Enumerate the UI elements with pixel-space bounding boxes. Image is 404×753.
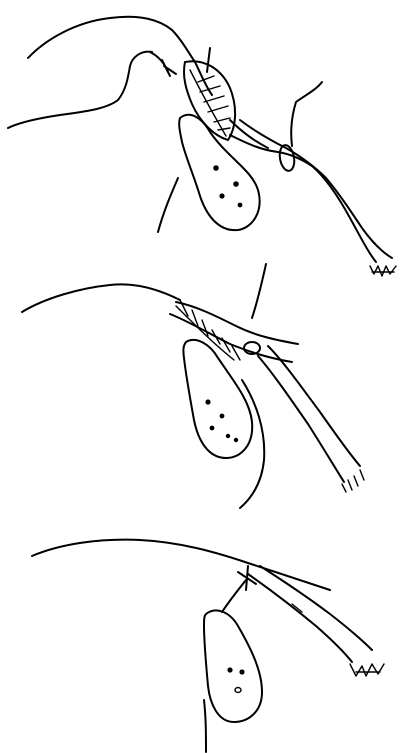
panel-1-duct-upper-edge xyxy=(240,120,392,258)
panel-3-stone xyxy=(239,669,244,674)
panel-1-stalk-left xyxy=(158,178,178,232)
panel-2-duct-lower xyxy=(170,314,292,362)
panel-2-duct-upper xyxy=(176,302,298,344)
panel-2-stone xyxy=(210,426,215,431)
panel-1-stone xyxy=(238,203,243,208)
panel-1-stone xyxy=(233,181,239,187)
panel-1-hook-mark xyxy=(162,60,176,76)
panel-3-duct-b xyxy=(260,566,372,650)
panel-2-papilla-fringe xyxy=(342,470,364,492)
panel-3-sac-neck xyxy=(222,580,246,612)
panel-1-stone xyxy=(219,193,224,198)
panel-2-stone xyxy=(205,399,210,404)
panel-1-papilla-fringe xyxy=(370,266,396,276)
panel-2-suture-line xyxy=(176,306,234,360)
panel-2-duct-to-papilla-b xyxy=(268,346,360,466)
panel-2-stone xyxy=(226,434,230,438)
panel-1-stone xyxy=(213,165,219,171)
panel-3-stone xyxy=(227,667,232,672)
panel-2-left-outline xyxy=(22,284,180,312)
panel-1-clamp-tick xyxy=(207,48,210,72)
panel-1 xyxy=(8,17,396,276)
panel-1-hook xyxy=(150,52,168,72)
panel-2-duct-to-papilla-a xyxy=(258,356,344,482)
panel-1-sac xyxy=(179,115,259,230)
panel-2-sac xyxy=(183,340,252,458)
panel-1-left-outline xyxy=(8,52,152,128)
panel-2-stone xyxy=(234,438,238,442)
panel-3-sac xyxy=(204,610,262,722)
panel-3-stone-outline xyxy=(235,688,241,693)
panel-3-papilla-fringe xyxy=(350,664,384,676)
panel-2 xyxy=(22,264,364,508)
panel-1-side-branch xyxy=(291,82,322,146)
panel-1-duct-lower xyxy=(230,135,376,262)
panel-2-stone xyxy=(220,414,225,419)
panel-3 xyxy=(32,540,384,752)
panel-2-vertical-line xyxy=(252,264,266,318)
panel-3-stalk xyxy=(204,700,206,752)
panel-2-sutures xyxy=(180,300,240,360)
panel-2-stalk xyxy=(240,380,264,508)
